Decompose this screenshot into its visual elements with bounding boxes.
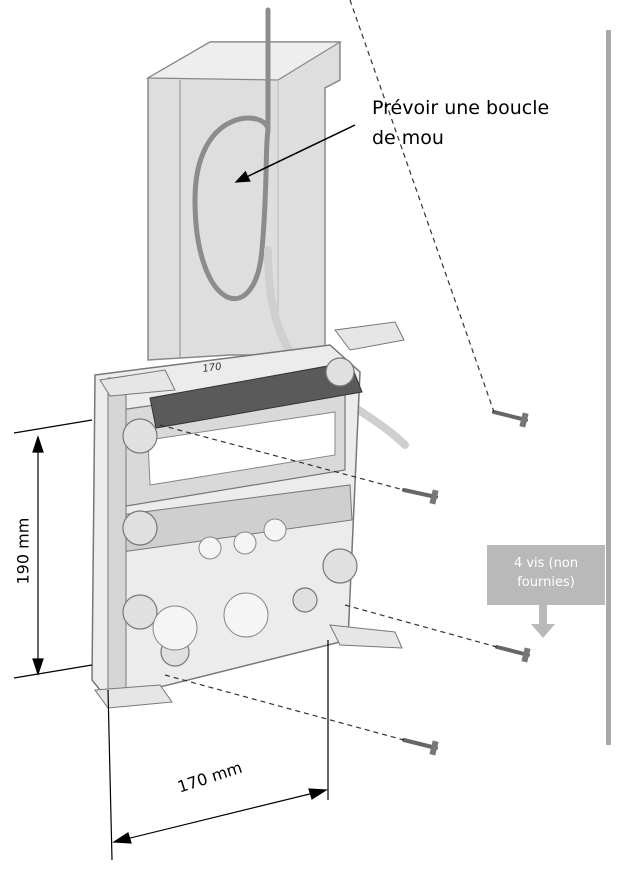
width-dimension [107,640,329,861]
callout-line-2: de mou [372,127,444,149]
height-dimension-label: 190 mm [13,517,33,585]
screw-guide-lines [159,0,498,741]
cable-sleeve [145,41,343,361]
slack-loop-callout: Prévoir une boucle de mou [372,93,602,153]
screws-note-line-2: fournies) [517,575,575,590]
mounting-frame [91,321,405,709]
screws-note-arrow [531,605,555,638]
frame-marking: 170 [202,361,222,375]
screws-note-line-1: 4 vis (non [513,556,579,571]
screw-bottom [402,738,439,756]
screw-top [492,410,529,428]
screw-lower-right [495,645,531,663]
wall [606,30,611,745]
screws-note: 4 vis (non fournies) [487,545,605,605]
screw-middle [402,488,439,505]
callout-arrow [234,124,356,183]
height-dimension [13,419,93,679]
callout-line-1: Prévoir une boucle [372,97,550,119]
